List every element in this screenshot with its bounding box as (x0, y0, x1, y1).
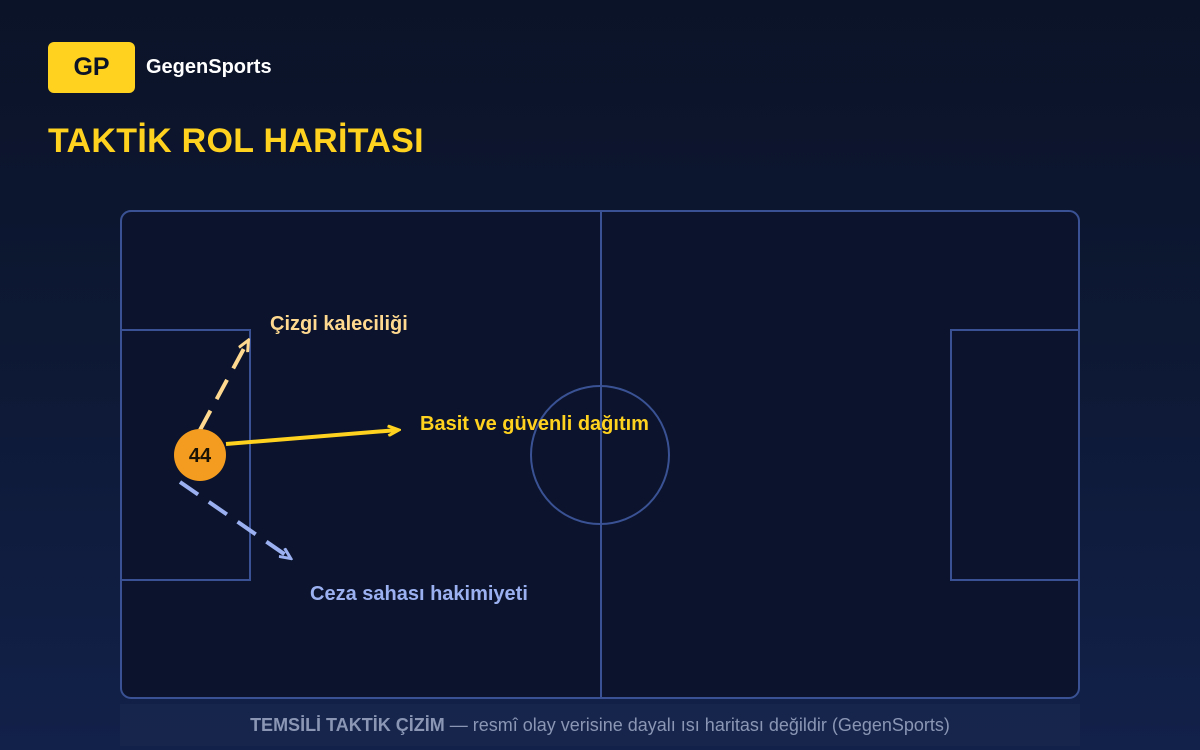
disclaimer-bold: TEMSİLİ TAKTİK ÇİZİM (250, 714, 445, 735)
disclaimer-rest: — resmî olay verisine dayalı ısı haritas… (444, 714, 950, 735)
sweeper-role-label: Çizgi kaleciliği (270, 313, 408, 335)
player-marker (174, 429, 226, 481)
brand-name: GegenSports (146, 56, 272, 78)
player-number: 44 (189, 445, 212, 467)
brand-logo: GP (48, 42, 135, 93)
right-penalty-box (950, 329, 1080, 581)
box-control-role-label: Ceza sahası hakimiyeti (310, 583, 528, 605)
disclaimer-text: TEMSİLİ TAKTİK ÇİZİM — resmî olay verisi… (250, 715, 950, 736)
brand-header: GP GegenSports (48, 42, 272, 93)
pitch-diagram: 44 Çizgi kaleciliği Basit ve güvenli dağ… (120, 210, 1080, 699)
page-title: TAKTİK ROL HARİTASI (48, 122, 424, 160)
disclaimer-footer: TEMSİLİ TAKTİK ÇİZİM — resmî olay verisi… (120, 704, 1080, 746)
center-circle (530, 385, 670, 525)
distribution-role-label: Basit ve güvenli dağıtım (420, 413, 649, 435)
left-penalty-box (120, 329, 251, 581)
sweeper-arrow (198, 341, 248, 431)
distribution-arrow (225, 430, 398, 446)
box-control-arrow (178, 480, 290, 558)
